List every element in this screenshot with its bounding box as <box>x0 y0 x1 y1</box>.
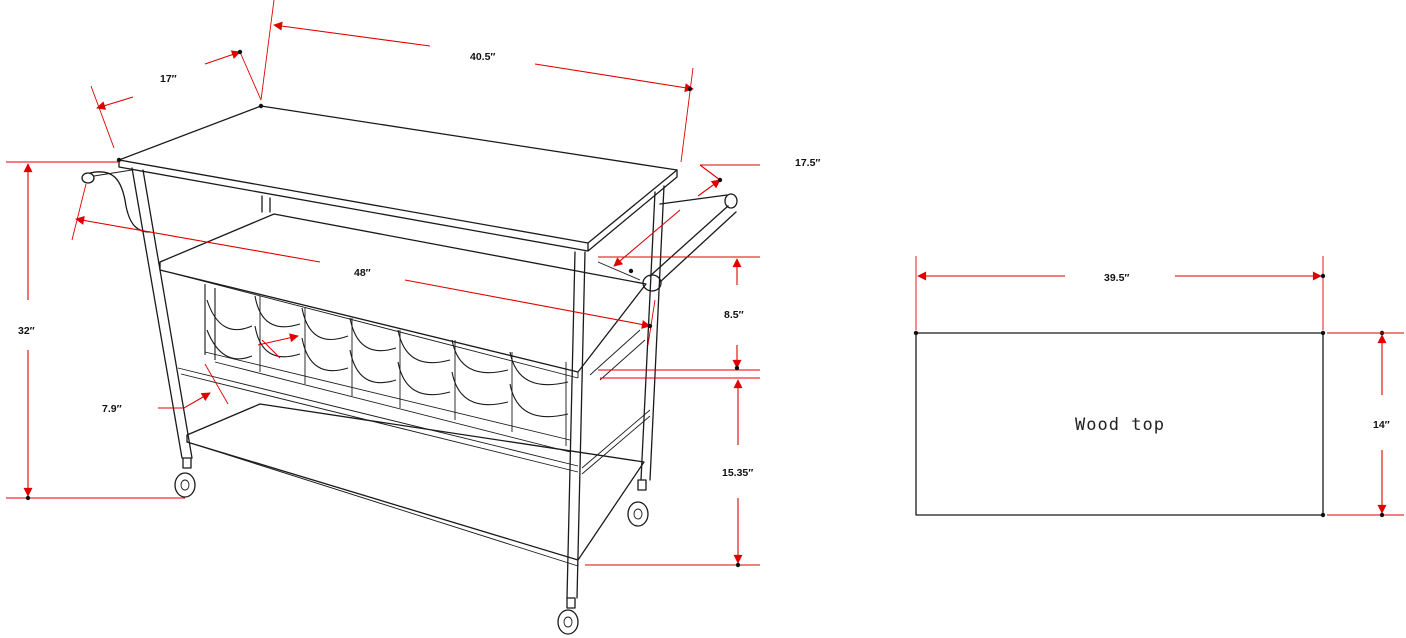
cart-back-right-leg <box>640 185 665 481</box>
cart-top-edge <box>118 159 678 252</box>
caster-front-right <box>557 597 579 635</box>
dim-depth-top: 17″ <box>160 73 177 85</box>
wood-top-label: Wood top <box>1075 415 1165 435</box>
cart-middle-shelf <box>159 213 647 373</box>
caster-back-right <box>627 479 649 527</box>
cart-back-left-leg <box>261 195 271 213</box>
dim-width-top: 40.5″ <box>470 51 495 63</box>
cart-front-right-leg <box>566 251 586 599</box>
cart-dimensions: 40.5″ 17″ 32″ 48″ 17.5″ 8.5″ <box>6 0 820 568</box>
dim-overall-width: 48″ <box>354 267 371 279</box>
dim-shelf-gap: 8.5″ <box>724 309 744 321</box>
dim-handle-width: 17.5″ <box>795 157 820 169</box>
cart-illustration <box>81 105 738 635</box>
dim-rack-depth: 7.9″ <box>102 403 122 415</box>
cart-front-left-leg <box>131 167 193 459</box>
wood-top-view: Wood top 39.5″ 14″ <box>913 256 1404 518</box>
dim-height: 32″ <box>18 325 35 337</box>
caster-front-left <box>174 457 196 498</box>
cart-top-surface <box>118 105 678 244</box>
wine-rack <box>204 284 646 453</box>
dim-top-depth: 14″ <box>1373 419 1390 431</box>
cart-bottom-shelf <box>186 403 645 561</box>
dim-top-width: 39.5″ <box>1104 272 1129 284</box>
dim-bottom-gap: 15.35″ <box>722 467 753 479</box>
wood-top-rectangle <box>915 332 1324 516</box>
cart-right-handle <box>649 194 737 283</box>
